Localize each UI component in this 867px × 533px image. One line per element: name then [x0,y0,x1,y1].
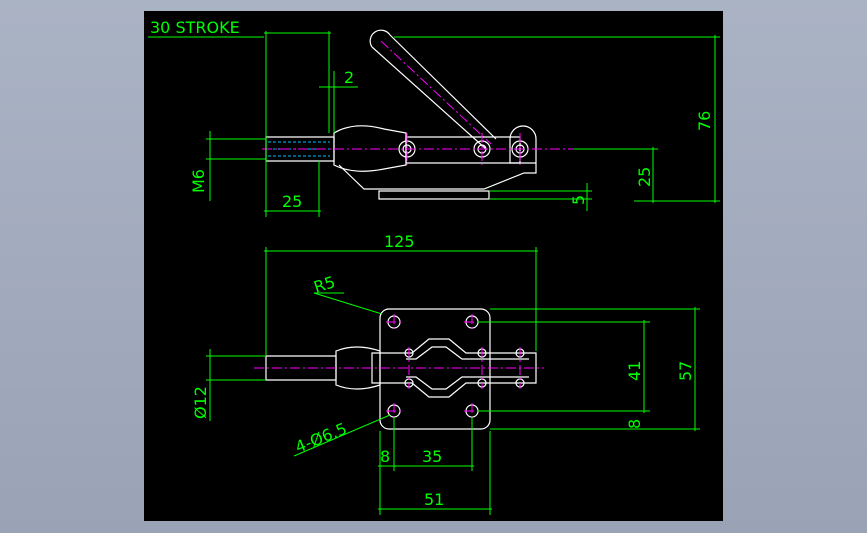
cad-drawing: 30 STROKE [148,18,720,515]
svg-text:57: 57 [676,361,695,381]
svg-text:41: 41 [625,361,644,381]
dim-hole-spacing-y: 41 [478,320,650,413]
dim-hole-spacing-x: 8 35 [378,417,474,515]
dim-height-total: 76 [394,35,720,203]
linkage-top [371,338,537,398]
svg-text:2: 2 [344,68,354,87]
dim-rod-length: 25 [264,31,321,217]
dim-plate-height: 57 [490,307,700,431]
plunger-rod-top [265,355,337,381]
dim-radius: R5 [311,272,383,315]
dim-plate-width: 51 [378,431,492,515]
drawing-canvas: 30 STROKE [144,11,723,521]
svg-text:25: 25 [282,192,302,211]
svg-text:5: 5 [569,195,588,205]
dim-edge-offset-y: 8 [625,419,644,429]
dim-rod-diameter: Ø12 [191,349,266,421]
linkage [398,125,537,164]
dim-holes: 4-Ø6.5 [292,414,391,457]
svg-text:8: 8 [380,447,390,466]
top-view: 125 R5 Ø12 4-Ø6.5 41 [191,232,700,515]
svg-text:25: 25 [635,167,654,187]
svg-text:125: 125 [384,232,415,251]
svg-text:76: 76 [695,111,714,131]
dim-gap: 2 [319,31,358,133]
svg-text:Ø12: Ø12 [191,386,210,419]
dim-overall-length: 125 [264,232,538,355]
dim-base: 5 [489,183,592,211]
side-view: 2 M6 25 76 25 [189,29,720,217]
body-knob [335,346,381,390]
svg-text:4-Ø6.5: 4-Ø6.5 [292,419,349,457]
clamp-handle [369,29,497,150]
svg-text:35: 35 [422,447,442,466]
svg-text:8: 8 [625,419,644,429]
dim-height-pivot: 25 [574,147,658,203]
svg-text:51: 51 [424,490,444,509]
dim-thread: M6 [189,131,266,201]
title-text: 30 STROKE [150,18,240,37]
svg-text:M6: M6 [189,169,208,193]
